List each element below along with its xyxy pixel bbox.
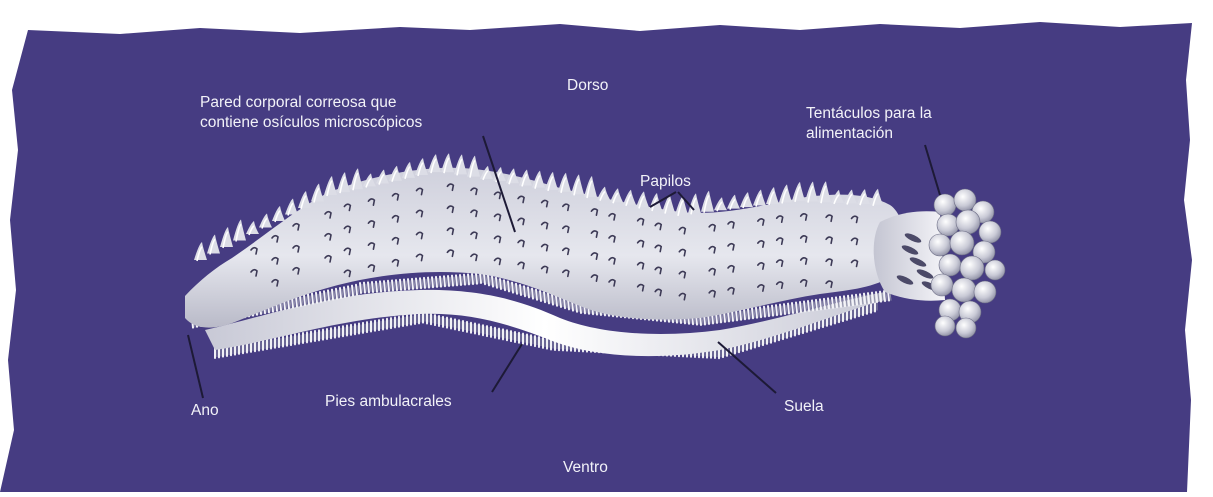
label-pared-corporal-line1: Pared corporal correosa que xyxy=(200,93,500,113)
label-suela: Suela xyxy=(784,397,824,417)
label-pies-ambulacrales: Pies ambulacrales xyxy=(325,392,452,412)
label-tentaculos-line2: alimentación xyxy=(806,124,986,144)
label-dorso: Dorso xyxy=(567,76,608,96)
label-papilos: Papilos xyxy=(640,172,691,192)
label-ventro: Ventro xyxy=(563,458,608,478)
label-tentaculos-line1: Tentáculos para la xyxy=(806,104,986,124)
label-pared-corporal: Pared corporal correosa que contiene osí… xyxy=(200,93,500,133)
label-ano: Ano xyxy=(191,401,219,421)
label-tentaculos: Tentáculos para la alimentación xyxy=(806,104,986,144)
label-pared-corporal-line2: contiene osículos microscópicos xyxy=(200,113,500,133)
